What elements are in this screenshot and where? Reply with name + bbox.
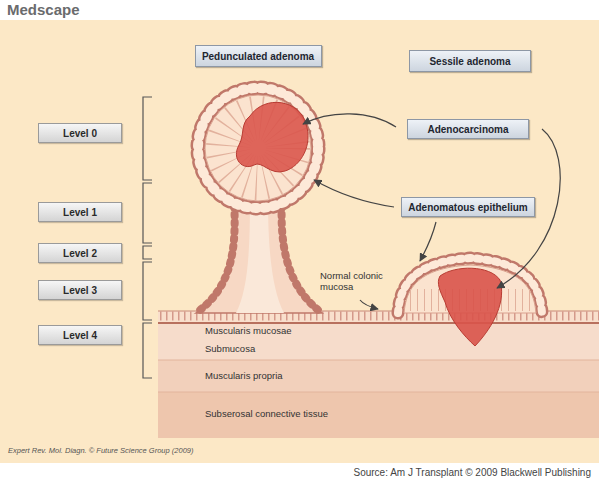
site-logo: Medscape — [7, 1, 80, 18]
box-label: Adenomatous epithelium — [408, 202, 527, 213]
level-bracket — [143, 246, 152, 259]
box-label: Level 0 — [63, 128, 97, 139]
adenocarcinoma-focus — [438, 268, 501, 346]
leader-arrow — [360, 300, 378, 309]
leader-arrow — [314, 180, 394, 207]
top-banner — [0, 0, 599, 20]
box-label: Level 1 — [63, 207, 97, 218]
callout-box: Adenomatous epithelium — [401, 197, 535, 217]
box-label: Pedunculated adenoma — [202, 51, 314, 62]
callout-box: Adenocarcinoma — [407, 119, 529, 139]
layer-label: Muscularis propria — [205, 371, 283, 382]
layer-label: Submucosa — [205, 344, 255, 355]
layer-label: Muscularis mucosae — [205, 326, 292, 337]
adenocarcinoma-focus — [236, 102, 308, 172]
level-box: Level 3 — [38, 280, 122, 300]
muscularis-propria-layer — [158, 360, 599, 392]
layer-border — [158, 360, 599, 361]
heading-box: Pedunculated adenoma — [195, 45, 322, 67]
heading-box: Sessile adenoma — [409, 50, 531, 72]
source-note: Source: Am J Transplant © 2009 Blackwell… — [354, 467, 592, 478]
level-box: Level 0 — [38, 123, 122, 143]
muscularis-mucosae-line — [158, 322, 599, 324]
leader-arrow — [420, 222, 436, 261]
level-bracket — [143, 323, 152, 378]
villous-fringe — [198, 88, 318, 208]
stalk-villi — [196, 198, 235, 313]
credit-note: Expert Rev. Mol. Diagn. © Future Science… — [8, 446, 193, 455]
bottom-banner — [0, 463, 599, 483]
tissue-label: Normal colonic mucosa — [320, 271, 394, 293]
polyp-head — [205, 95, 311, 201]
box-label: Level 2 — [63, 248, 97, 259]
stalk-villi — [282, 198, 322, 313]
level-box: Level 4 — [38, 325, 122, 345]
stalk-core — [236, 200, 284, 313]
level-bracket — [143, 183, 152, 243]
leader-arrow — [303, 114, 396, 127]
subserosa-layer — [158, 392, 599, 438]
box-label: Adenocarcinoma — [427, 124, 508, 135]
box-label: Level 4 — [63, 330, 97, 341]
box-label: Level 3 — [63, 285, 97, 296]
layer-border — [158, 392, 599, 393]
villous-fringe-inner — [198, 88, 318, 208]
level-box: Level 1 — [38, 202, 122, 222]
level-bracket — [143, 97, 152, 180]
panel-ground — [0, 20, 599, 463]
level-bracket — [143, 262, 152, 320]
box-label: Sessile adenoma — [429, 56, 510, 67]
level-box: Level 2 — [38, 243, 122, 263]
submucosa-layer — [158, 323, 599, 360]
layer-label: Subserosal connective tissue — [205, 409, 328, 420]
